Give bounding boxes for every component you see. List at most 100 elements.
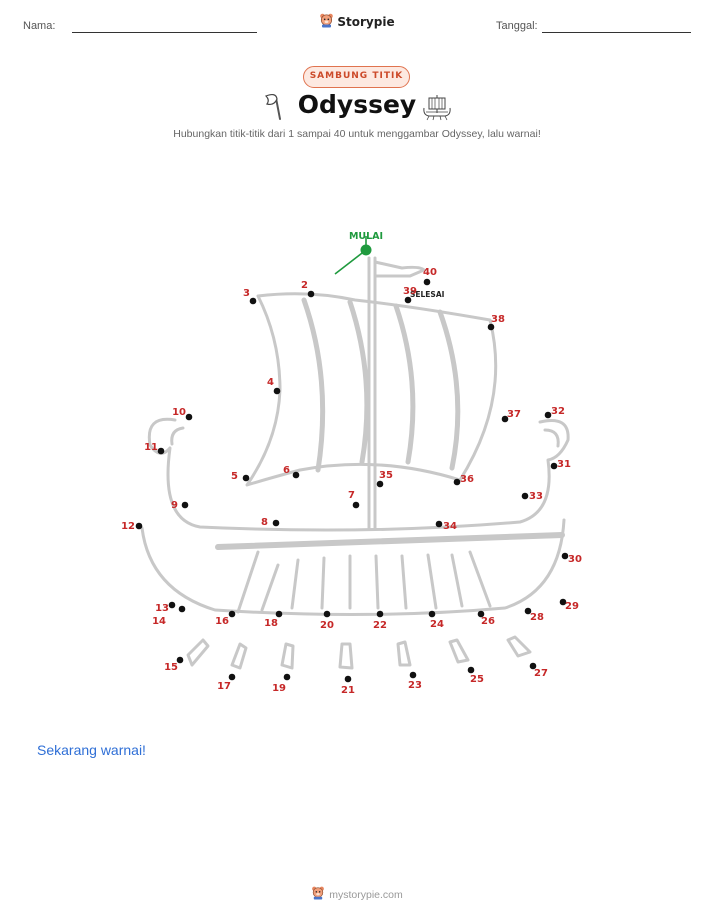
dot-label-7: 7 bbox=[348, 490, 355, 501]
dot-27[interactable] bbox=[529, 662, 537, 670]
dot-label-34: 34 bbox=[443, 521, 457, 532]
dot-label-8: 8 bbox=[261, 517, 268, 528]
dot-label-21: 21 bbox=[341, 685, 355, 696]
dot-label-29: 29 bbox=[565, 601, 579, 612]
dot-33[interactable] bbox=[521, 492, 529, 500]
dot-label-26: 26 bbox=[481, 616, 495, 627]
dot-label-5: 5 bbox=[231, 471, 238, 482]
start-label: MULAI bbox=[349, 231, 383, 242]
dot-label-24: 24 bbox=[430, 619, 444, 630]
color-now-heading: Sekarang warnai! bbox=[37, 742, 146, 758]
numbered-dots: 2345678910111213141516171819202122232425… bbox=[121, 267, 582, 696]
dot-label-12: 12 bbox=[121, 521, 135, 532]
dot-label-22: 22 bbox=[373, 620, 387, 631]
dot-11[interactable] bbox=[157, 447, 165, 455]
date-label: Tanggal: bbox=[496, 20, 538, 32]
dot-8[interactable] bbox=[272, 519, 280, 527]
dot-label-35: 35 bbox=[379, 470, 393, 481]
name-line[interactable] bbox=[72, 32, 257, 33]
dot-label-23: 23 bbox=[408, 680, 422, 691]
activity-badge: SAMBUNG TITIK bbox=[303, 66, 410, 88]
dot-9[interactable] bbox=[181, 501, 189, 509]
dot-34[interactable] bbox=[435, 520, 443, 528]
dot-39[interactable] bbox=[404, 296, 412, 304]
dot-21[interactable] bbox=[344, 675, 352, 683]
dot-36[interactable] bbox=[453, 478, 461, 486]
dot-15[interactable] bbox=[176, 656, 184, 664]
dot-16[interactable] bbox=[228, 610, 236, 618]
dot-35[interactable] bbox=[376, 480, 384, 488]
dot-label-30: 30 bbox=[568, 554, 582, 565]
dot-26[interactable] bbox=[477, 610, 485, 618]
page-title: Odyssey bbox=[297, 90, 417, 119]
viking-ship-icon bbox=[421, 93, 453, 125]
footer-bear-icon bbox=[311, 885, 325, 904]
dot-label-16: 16 bbox=[215, 616, 229, 627]
dot-label-32: 32 bbox=[551, 406, 565, 417]
name-label: Nama: bbox=[23, 20, 56, 32]
dot-30[interactable] bbox=[561, 552, 569, 560]
dot-label-20: 20 bbox=[320, 620, 334, 631]
start-marker: MULAI bbox=[334, 231, 383, 275]
dot-label-37: 37 bbox=[507, 409, 521, 420]
dot-37[interactable] bbox=[501, 415, 509, 423]
dot-label-9: 9 bbox=[171, 500, 178, 511]
brand-name: Storypie bbox=[337, 15, 395, 29]
dot-label-39: 39 bbox=[403, 286, 417, 297]
dot-20[interactable] bbox=[323, 610, 331, 618]
dot-label-19: 19 bbox=[272, 683, 286, 694]
dot-label-11: 11 bbox=[144, 442, 158, 453]
dot-22[interactable] bbox=[376, 610, 384, 618]
dot-17[interactable] bbox=[228, 673, 236, 681]
dot-38[interactable] bbox=[487, 323, 495, 331]
end-label: SELESAI bbox=[410, 290, 445, 299]
dot-19[interactable] bbox=[283, 673, 291, 681]
dot-label-14: 14 bbox=[152, 616, 166, 627]
dot-29[interactable] bbox=[559, 598, 567, 606]
dot-14[interactable] bbox=[178, 605, 186, 613]
dot-5[interactable] bbox=[242, 474, 250, 482]
dot-label-33: 33 bbox=[529, 491, 543, 502]
dot-24[interactable] bbox=[428, 610, 436, 618]
instructions: Hubungkan titik-titik dari 1 sampai 40 u… bbox=[173, 128, 541, 140]
dot-label-10: 10 bbox=[172, 407, 186, 418]
dot-10[interactable] bbox=[185, 413, 193, 421]
dot-label-3: 3 bbox=[243, 288, 250, 299]
brand: Storypie bbox=[0, 12, 714, 32]
footer-site[interactable]: mystorypie.com bbox=[329, 888, 403, 901]
dot-7[interactable] bbox=[352, 501, 360, 509]
dot-label-2: 2 bbox=[301, 280, 308, 291]
dot-label-38: 38 bbox=[491, 314, 505, 325]
dot-23[interactable] bbox=[409, 671, 417, 679]
dot-label-31: 31 bbox=[557, 459, 571, 470]
bear-logo-icon bbox=[319, 12, 334, 32]
dot-4[interactable] bbox=[273, 387, 281, 395]
start-dot[interactable] bbox=[360, 244, 372, 256]
dot-12[interactable] bbox=[135, 522, 143, 530]
dot-6[interactable] bbox=[292, 471, 300, 479]
ship-outline bbox=[140, 256, 570, 670]
dot-label-27: 27 bbox=[534, 668, 548, 679]
dot-label-13: 13 bbox=[155, 603, 169, 614]
dot-label-17: 17 bbox=[217, 681, 231, 692]
dot-label-18: 18 bbox=[264, 618, 278, 629]
dot-2[interactable] bbox=[307, 290, 315, 298]
dot-32[interactable] bbox=[544, 411, 552, 419]
dot-label-15: 15 bbox=[164, 662, 178, 673]
dot-25[interactable] bbox=[467, 666, 475, 674]
dot-label-36: 36 bbox=[460, 474, 474, 485]
dot-label-4: 4 bbox=[267, 377, 274, 388]
dot-13[interactable] bbox=[168, 601, 176, 609]
dot-18[interactable] bbox=[275, 610, 283, 618]
dot-label-40: 40 bbox=[423, 267, 437, 278]
dot-label-28: 28 bbox=[530, 612, 544, 623]
dot-28[interactable] bbox=[524, 607, 532, 615]
date-line[interactable] bbox=[542, 32, 691, 33]
dot-3[interactable] bbox=[249, 297, 257, 305]
dot-label-25: 25 bbox=[470, 674, 484, 685]
axe-icon bbox=[262, 93, 288, 125]
dot-label-6: 6 bbox=[283, 465, 290, 476]
dot-40[interactable] bbox=[423, 278, 431, 286]
dot-31[interactable] bbox=[550, 462, 558, 470]
